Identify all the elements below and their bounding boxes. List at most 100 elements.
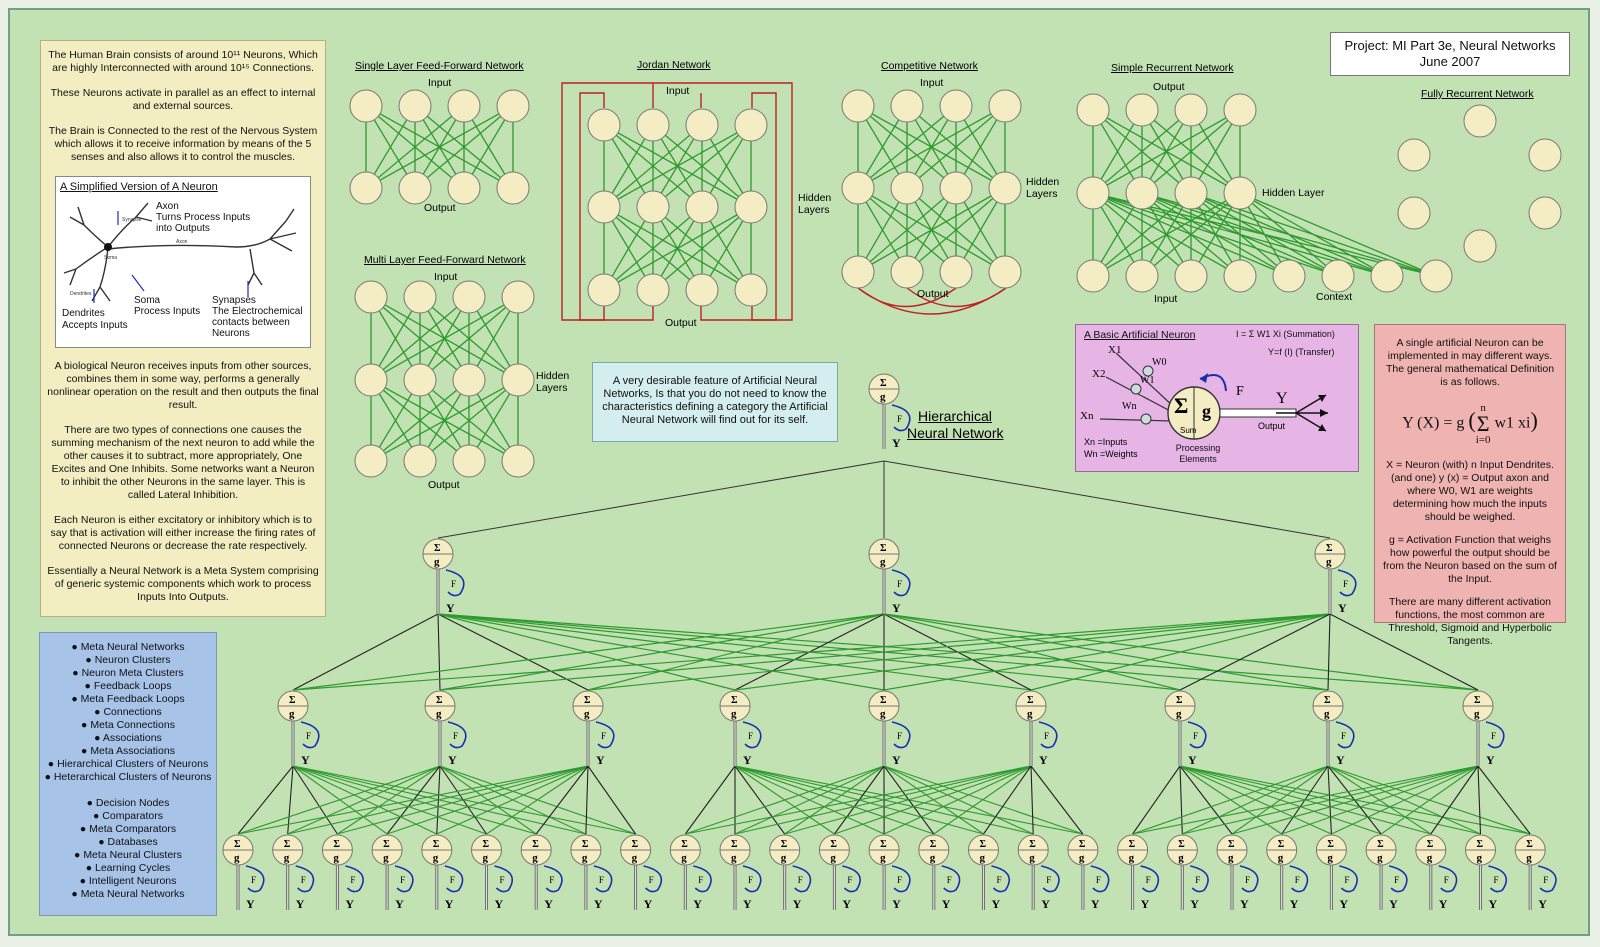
recurrent-node xyxy=(1174,176,1208,210)
connection-line xyxy=(1414,155,1545,213)
list-item: ● Meta Connections xyxy=(81,719,175,731)
neuron-f: F xyxy=(748,875,753,885)
connection-line xyxy=(439,613,1331,691)
neuron-f: F xyxy=(1195,875,1200,885)
single-layer-node xyxy=(496,89,530,123)
neuron-sigma: Σ xyxy=(632,839,639,850)
feedback-arrow xyxy=(1090,865,1110,893)
neuron-f: F xyxy=(698,875,703,885)
connection-line xyxy=(1092,109,1192,194)
lateral-inhibition-line xyxy=(857,287,1007,315)
neuron-sigma: Σ xyxy=(433,839,440,850)
neuron-y: Y xyxy=(892,753,901,767)
neuron-f: F xyxy=(601,731,606,741)
definition-activation: g = Activation Function that weighs how … xyxy=(1383,534,1557,585)
connection-line xyxy=(292,765,487,835)
connection-line xyxy=(585,765,589,835)
neuron-sigma: Σ xyxy=(781,839,788,850)
connection-line xyxy=(1141,109,1241,194)
connection-line xyxy=(857,187,1006,273)
formula-lhs: Y (X) = g xyxy=(1402,414,1465,432)
feedback-arrow xyxy=(1239,865,1259,893)
connection-line xyxy=(883,613,1331,691)
feedback-arrow xyxy=(1438,865,1458,893)
feedback-arrow xyxy=(891,721,911,749)
connection-line xyxy=(1092,109,1241,194)
hierarchy-label-line2: Neural Network xyxy=(907,425,1004,441)
desirable-feature-box: A very desirable feature of Artificial N… xyxy=(592,362,838,442)
neuron-sigma: Σ xyxy=(234,839,241,850)
synapses-label: Synapses xyxy=(212,295,256,306)
neuron-f: F xyxy=(897,414,902,424)
competitive-node xyxy=(841,171,875,205)
connection-line xyxy=(386,765,589,835)
neuron-g: g xyxy=(1526,852,1532,864)
neuron-g: g xyxy=(880,852,886,864)
competitive-node xyxy=(988,171,1022,205)
connection-line xyxy=(685,765,885,835)
connection-line xyxy=(685,765,1032,835)
single-layer-node xyxy=(398,89,432,123)
feedback-arrow xyxy=(842,865,861,893)
neuron-y: Y xyxy=(1339,897,1348,911)
neuron-f: F xyxy=(1444,875,1449,885)
jordan-node xyxy=(685,108,719,142)
neuron-y: Y xyxy=(743,753,752,767)
recurrent-node xyxy=(1419,259,1453,293)
dendrites-description: Accepts Inputs xyxy=(62,320,128,331)
connection-line xyxy=(287,765,294,835)
tiny-synapse-label: Synapse xyxy=(122,217,142,223)
soma-label: Soma xyxy=(134,295,161,306)
neuron-f: F xyxy=(1543,875,1548,885)
connection-line xyxy=(1477,765,1531,835)
neuron-g: g xyxy=(333,852,339,864)
connection-line xyxy=(1092,192,1192,277)
soma-description: Process Inputs xyxy=(134,306,201,317)
neuron-f: F xyxy=(897,875,902,885)
competitive-node xyxy=(890,255,924,289)
feedback-arrow xyxy=(693,865,712,893)
feedback-arrow xyxy=(1187,721,1207,749)
neuron-y: Y xyxy=(693,897,702,911)
fully-recurrent-node xyxy=(1397,196,1431,230)
neuron-sigma: Σ xyxy=(681,839,688,850)
connection-line xyxy=(1239,192,1388,277)
connection-line xyxy=(933,765,1032,835)
fully-recurrent-node xyxy=(1463,229,1497,263)
neuron-g: g xyxy=(830,852,836,864)
connection-line xyxy=(1414,155,1545,213)
formula-upper-limit: n xyxy=(1480,402,1486,414)
neuron-y: Y xyxy=(596,753,605,767)
neuron-g: g xyxy=(284,852,290,864)
connection-line xyxy=(734,765,1032,835)
connection-line xyxy=(1281,765,1479,835)
jordan-node xyxy=(685,273,719,307)
neuron-y: Y xyxy=(594,897,603,911)
connection-line xyxy=(486,765,589,835)
neuron-diagram-title: A Simplified Version of A Neuron xyxy=(60,181,218,193)
basic-w1: W1 xyxy=(1140,375,1154,386)
neuron-f: F xyxy=(451,579,456,589)
activation-formula: Y (X) = g ( n Σ i=0 w1 xi) xyxy=(1402,402,1538,446)
neuron-f: F xyxy=(649,875,654,885)
neuron-y: Y xyxy=(1489,897,1498,911)
connection-line xyxy=(439,613,885,691)
neuron-g: g xyxy=(1324,708,1330,720)
basic-x1: X1 xyxy=(1108,344,1121,356)
basic-weights-legend: Wn =Weights xyxy=(1084,449,1138,459)
neuron-g: g xyxy=(436,708,442,720)
neuron-g: g xyxy=(1178,852,1184,864)
list-item: ● Heterarchical Clusters of Neurons xyxy=(44,771,212,783)
list-item: ● Feedback Loops xyxy=(84,680,172,692)
basic-g: g xyxy=(1202,401,1211,421)
intro-paragraph: Each Neuron is either excitatory or inhi… xyxy=(50,514,316,552)
connection-line xyxy=(652,206,752,291)
neuron-sigma: Σ xyxy=(434,543,441,554)
connection-line xyxy=(1327,613,1331,691)
formula-term: w1 xi xyxy=(1494,414,1531,432)
multi-layer-node xyxy=(452,363,486,397)
neuron-sigma: Σ xyxy=(383,839,390,850)
connection-line xyxy=(365,105,465,189)
neuron-g: g xyxy=(1079,852,1085,864)
